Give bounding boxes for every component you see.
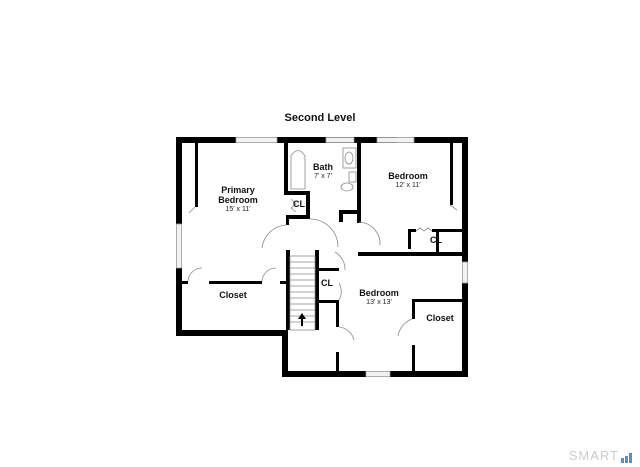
smart-watermark-logo: SMART (569, 448, 632, 463)
room-primary-bedroom: Primary Bedroom 15' x 11' (218, 185, 258, 213)
plan-title: Second Level (284, 112, 356, 124)
closet-primary: Closet (219, 290, 247, 300)
room-bath: Bath 7' x 7' (313, 162, 333, 180)
closet-bath: CL (293, 199, 305, 209)
closet-bedroom-1: CL (430, 235, 442, 245)
room-bedroom-2: Bedroom 13' x 13' (359, 288, 399, 306)
closet-hall: CL (321, 278, 333, 288)
closet-bedroom-2: Closet (426, 313, 454, 323)
stairs-up-arrow-icon (298, 313, 306, 326)
bars-icon (621, 453, 632, 463)
room-bedroom-1: Bedroom 12' x 11' (388, 171, 428, 189)
